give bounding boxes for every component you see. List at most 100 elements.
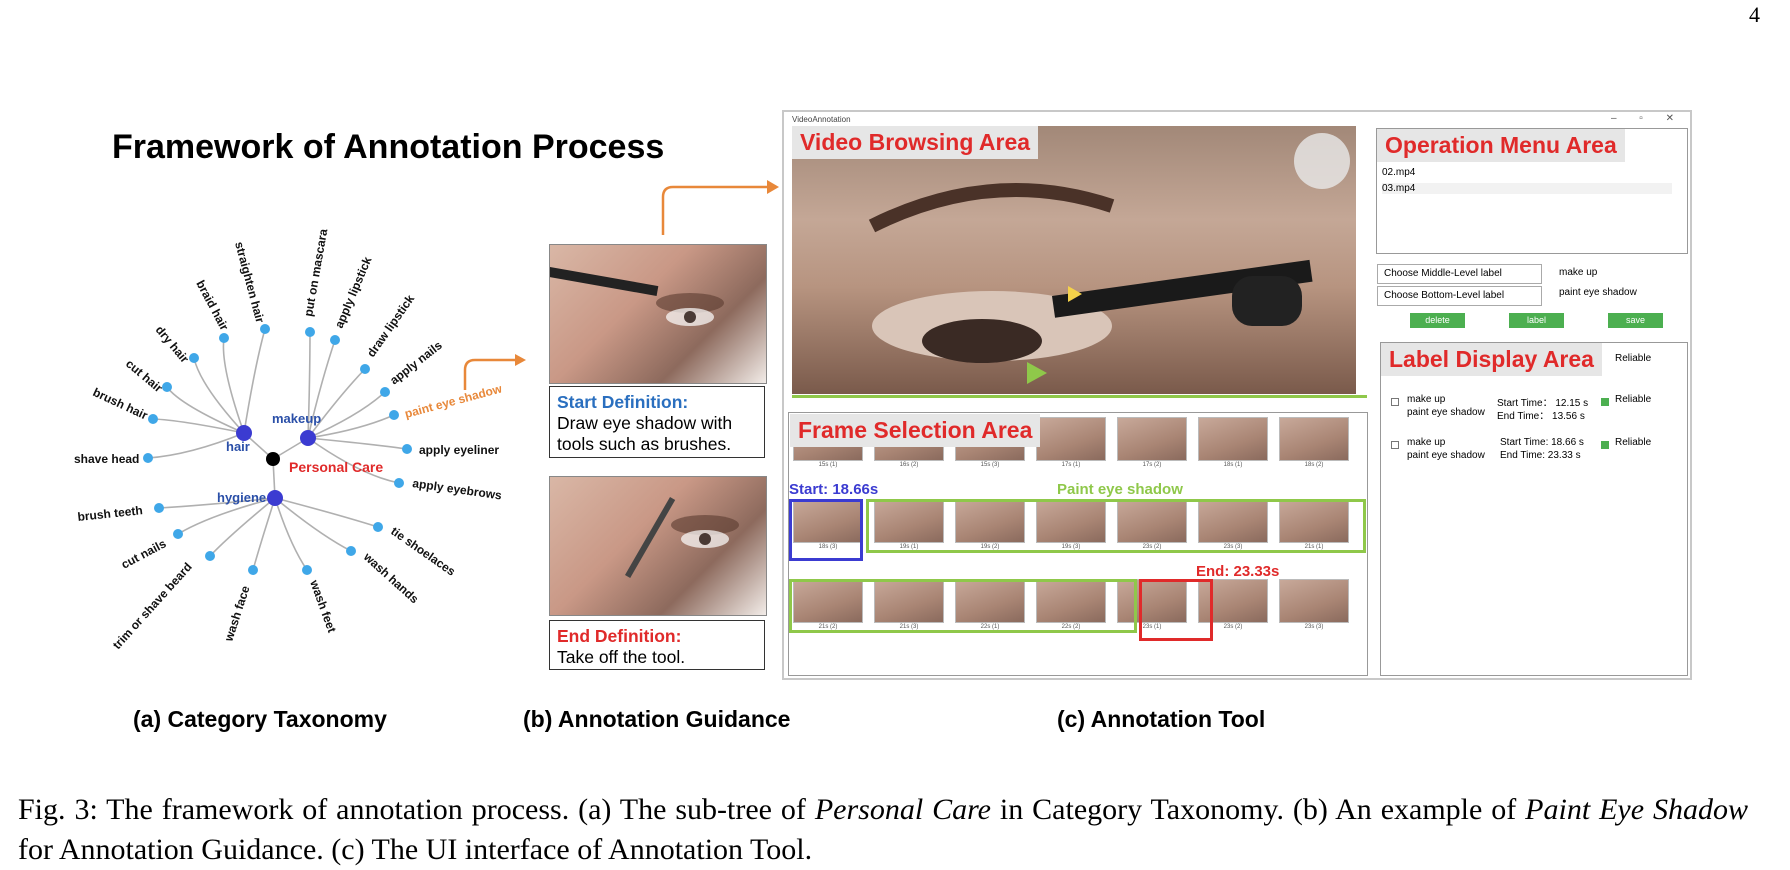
frame-thumbnail[interactable]	[1279, 499, 1349, 543]
frame-thumbnail-label: 17s (2)	[1142, 462, 1162, 468]
caption-part: for Annotation Guidance. (c) The UI inte…	[18, 833, 813, 866]
label-bottom: paint eye shadow	[1407, 450, 1485, 461]
save-button[interactable]: save	[1608, 313, 1663, 328]
label-start-time: Start Time: 18.66 s	[1500, 437, 1584, 448]
group-node-makeup	[300, 430, 316, 446]
start-definition-text: Draw eye shadow with tools such as brush…	[557, 413, 733, 454]
middle-level-select[interactable]: Choose Middle-Level label	[1377, 264, 1542, 284]
bottom-level-select[interactable]: Choose Bottom-Level label	[1377, 286, 1542, 306]
caption-a: (a) Category Taxonomy	[133, 706, 387, 732]
label-start-time: Start Time： 12.15 s	[1497, 398, 1589, 409]
frame-thumbnail-label: 16s (2)	[899, 462, 919, 468]
frame-thumbnail[interactable]	[1198, 579, 1268, 623]
leaf-label: cut nails	[119, 536, 169, 571]
caption-b: (b) Annotation Guidance	[523, 706, 791, 732]
label-display-panel: Label Display Area Reliable make up pain…	[1380, 342, 1688, 676]
frame-thumbnail[interactable]	[1279, 579, 1349, 623]
frame-thumbnail-label: 21s (1)	[1304, 544, 1324, 550]
frame-thumbnail-label: 23s (3)	[1304, 624, 1324, 630]
label-checkbox[interactable]	[1391, 398, 1399, 406]
group-label-hair: hair	[226, 439, 250, 454]
reliable-label: Reliable	[1615, 437, 1652, 448]
frame-selection-panel: 15s (1)16s (2)15s (3)17s (1)17s (2)18s (…	[788, 412, 1368, 676]
leaf-labels: shave head brush hair cut hair dry hair …	[74, 227, 504, 652]
leaf-nodes	[143, 324, 412, 575]
figure-title: Framework of Annotation Process	[112, 128, 665, 166]
frame-thumbnail[interactable]	[874, 579, 944, 623]
frame-thumbnail[interactable]	[874, 499, 944, 543]
taxonomy-tree: Personal Care hair makeup hygiene shave …	[74, 227, 526, 652]
frame-thumbnail-label: 23s (1)	[1142, 624, 1162, 630]
label-checkbox[interactable]	[1391, 441, 1399, 449]
leaf-label: brush hair	[91, 385, 150, 423]
leaf-label: apply lipstick	[332, 254, 375, 330]
label-middle: make up	[1407, 394, 1446, 405]
start-definition-box: Start Definition: Draw eye shadow with t…	[549, 386, 765, 458]
file-item[interactable]: 03.mp4	[1382, 183, 1672, 194]
arrow-head	[515, 354, 526, 366]
frame-thumbnail[interactable]	[1117, 499, 1187, 543]
label-middle: make up	[1407, 437, 1446, 448]
reliable-checkbox[interactable]	[1601, 398, 1609, 406]
root-node	[266, 452, 280, 466]
frame-thumbnail-label: 15s (3)	[980, 462, 1000, 468]
end-definition-box: End Definition: Take off the tool.	[549, 620, 765, 670]
frame-thumbnail[interactable]	[955, 579, 1025, 623]
arrow-to-tool	[661, 180, 779, 235]
leaf-label: apply eyeliner	[419, 443, 499, 457]
window-controls[interactable]: – ▫ ✕	[1610, 113, 1684, 124]
frame-thumbnail[interactable]	[793, 499, 863, 543]
leaf-label: tie shoelaces	[388, 524, 458, 579]
category-taxonomy: Personal Care hair makeup hygiene shave …	[60, 215, 530, 665]
video-progress-bar[interactable]	[792, 395, 1367, 398]
label-end-time: End Time: 23.33 s	[1500, 450, 1581, 461]
window-title: VideoAnnotation	[792, 115, 851, 124]
frame-thumbnail-label: 15s (1)	[818, 462, 838, 468]
frame-thumbnail-label: 17s (1)	[1061, 462, 1081, 468]
group-label-makeup: makeup	[272, 411, 321, 426]
frame-thumbnail-label: 23s (2)	[1142, 544, 1162, 550]
video-frame	[868, 133, 1350, 363]
frame-thumbnail-label: 19s (1)	[899, 544, 919, 550]
file-item[interactable]: 02.mp4	[1382, 167, 1416, 178]
frame-thumbnail[interactable]	[1198, 417, 1268, 461]
caption-italic: Personal Care	[814, 793, 991, 826]
video-browsing-area-label: Video Browsing Area	[792, 126, 1039, 159]
frame-thumbnail[interactable]	[1036, 579, 1106, 623]
arrow-to-guidance	[463, 358, 515, 390]
page-number: 4	[1749, 2, 1760, 27]
play-icon[interactable]	[1027, 362, 1047, 384]
leaf-label: draw lipstick	[364, 292, 417, 360]
frame-thumbnail[interactable]	[1279, 417, 1349, 461]
annotation-tool-window: VideoAnnotation – ▫ ✕ Video Browsing Are…	[782, 110, 1692, 680]
frame-thumbnail-label: 22s (2)	[1061, 624, 1081, 630]
frame-thumbnail[interactable]	[1117, 579, 1187, 623]
middle-level-value: make up	[1559, 267, 1598, 278]
operation-menu-panel: Operation Menu Area 02.mp4 03.mp4	[1376, 128, 1688, 254]
start-definition-title: Start Definition:	[557, 392, 689, 412]
leaf-label: wash feet	[307, 577, 339, 634]
segment-highlight-row2	[866, 499, 1366, 553]
leaf-label: straighten hair	[232, 240, 267, 324]
frame-thumbnail[interactable]	[955, 499, 1025, 543]
leaf-label: braid hair	[193, 278, 231, 333]
end-marker-label: End: 23.33s	[1196, 563, 1280, 580]
leaf-label: brush teeth	[77, 503, 143, 524]
caption-part: in Category Taxonomy. (b) An example of	[990, 793, 1526, 826]
delete-button[interactable]: delete	[1410, 313, 1465, 328]
end-definition-text: Take off the tool.	[557, 647, 686, 667]
frame-thumbnail[interactable]	[793, 579, 863, 623]
leaf-label: cut hair	[123, 357, 165, 396]
face-sketch-end	[625, 497, 739, 578]
face-sketch-start	[550, 266, 724, 326]
frame-thumbnail[interactable]	[1198, 499, 1268, 543]
caption-c: (c) Annotation Tool	[1057, 706, 1266, 732]
reliable-checkbox[interactable]	[1601, 441, 1609, 449]
frame-thumbnail[interactable]	[1036, 417, 1106, 461]
leaf-label: wash face	[221, 584, 252, 644]
leaf-label: wash hands	[360, 549, 421, 606]
leaf-label: trim or shave beard	[110, 560, 195, 652]
frame-thumbnail[interactable]	[1117, 417, 1187, 461]
video-player[interactable]: Video Browsing Area	[792, 126, 1356, 394]
label-button[interactable]: label	[1509, 313, 1564, 328]
